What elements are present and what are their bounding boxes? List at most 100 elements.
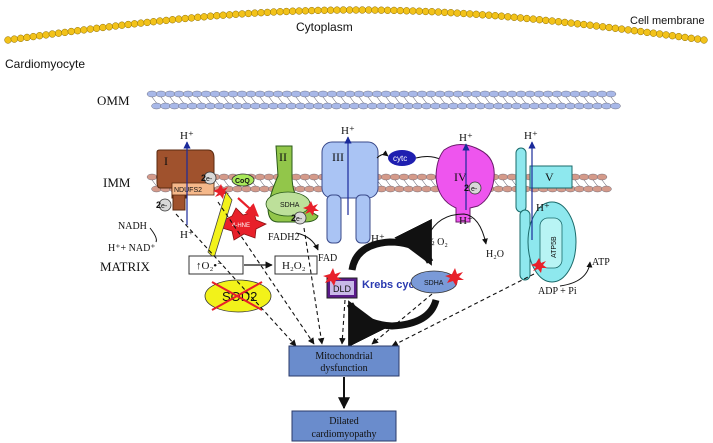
membrane-bead bbox=[156, 17, 164, 25]
lipid-tail bbox=[349, 96, 355, 104]
lipid-tail bbox=[403, 96, 409, 104]
lipid-tail bbox=[160, 96, 166, 104]
membrane-bead bbox=[346, 6, 354, 14]
lipid-head bbox=[191, 90, 203, 98]
pathway-arrows bbox=[175, 201, 535, 347]
lipid-head bbox=[209, 90, 221, 98]
lipid-head bbox=[277, 102, 288, 110]
membrane-bead bbox=[573, 20, 582, 28]
membrane-bead bbox=[618, 25, 626, 33]
membrane-bead bbox=[687, 34, 695, 42]
lipid-head bbox=[398, 90, 410, 98]
lipid-tail bbox=[187, 96, 193, 104]
lipid-head bbox=[263, 90, 275, 98]
lipid-tail bbox=[466, 96, 472, 104]
lipid-head bbox=[520, 102, 531, 110]
lipid-head bbox=[232, 185, 243, 193]
membrane-bead bbox=[92, 24, 101, 32]
membrane-bead bbox=[61, 28, 69, 37]
lipid-head bbox=[547, 102, 558, 110]
membrane-bead bbox=[105, 23, 113, 31]
membrane-bead bbox=[99, 23, 107, 32]
lipid-tail bbox=[304, 179, 310, 187]
membrane-bead bbox=[263, 8, 272, 17]
membrane-bead bbox=[453, 9, 461, 17]
membrane-bead bbox=[80, 26, 88, 34]
lipid-head bbox=[173, 90, 185, 98]
lipid-tail bbox=[214, 96, 220, 104]
lipid-head bbox=[214, 102, 225, 110]
lipid-head bbox=[425, 173, 437, 181]
damage-star-krebs-sdha bbox=[445, 268, 464, 286]
membrane-bead bbox=[459, 9, 468, 18]
membrane-bead bbox=[137, 19, 145, 27]
lipid-head bbox=[421, 185, 432, 193]
adp-pi-label: ADP + Pi bbox=[538, 286, 577, 297]
lipid-head bbox=[160, 102, 171, 110]
lipid-tail bbox=[601, 179, 607, 187]
complex-iii-label: III bbox=[332, 150, 344, 164]
membrane-bead bbox=[73, 27, 82, 35]
lipid-head bbox=[389, 173, 401, 181]
complex-v-h-side: H⁺ bbox=[536, 202, 550, 214]
lipid-tail bbox=[151, 96, 157, 104]
lipid-tail bbox=[277, 96, 283, 104]
lipid-tail bbox=[448, 96, 454, 104]
membrane-bead bbox=[447, 9, 455, 17]
lipid-head bbox=[439, 102, 450, 110]
lipid-head bbox=[362, 90, 374, 98]
membrane-bead bbox=[54, 29, 63, 37]
membrane-bead bbox=[402, 7, 411, 15]
membrane-bead bbox=[472, 10, 480, 18]
h-nad-label: H⁺+ NAD⁺ bbox=[108, 243, 156, 254]
lipid-tail bbox=[583, 179, 589, 187]
mito-dysfunction-box bbox=[288, 345, 400, 377]
lipid-tail bbox=[241, 96, 247, 104]
lipid-head bbox=[416, 90, 428, 98]
lipid-head bbox=[596, 90, 608, 98]
membrane-bead bbox=[535, 16, 544, 24]
lipid-head bbox=[371, 90, 383, 98]
membrane-bead bbox=[681, 33, 689, 42]
lipid-head bbox=[196, 102, 207, 110]
lipid-tail bbox=[412, 96, 418, 104]
complex-v-label: V bbox=[545, 170, 554, 184]
lipid-tail bbox=[331, 96, 337, 104]
membrane-bead bbox=[175, 15, 183, 23]
lipid-head bbox=[574, 102, 585, 110]
electron-iv-count: 2 bbox=[464, 183, 469, 193]
ndufs2-label: NDUFS2 bbox=[174, 187, 202, 194]
membrane-bead bbox=[244, 9, 253, 18]
membrane-bead bbox=[194, 13, 202, 21]
complex-v-h-top: H⁺ bbox=[524, 130, 538, 142]
lipid-head bbox=[448, 102, 459, 110]
membrane-bead bbox=[624, 26, 632, 34]
lipid-tail bbox=[376, 96, 382, 104]
membrane-bead bbox=[478, 11, 487, 19]
electron-ii-symbol: e- bbox=[296, 216, 303, 223]
lipid-head bbox=[596, 173, 608, 181]
membrane-bead bbox=[314, 6, 322, 15]
lipid-tail bbox=[394, 96, 400, 104]
lipid-head bbox=[565, 102, 576, 110]
lipid-head bbox=[286, 102, 297, 110]
lipid-head bbox=[155, 90, 167, 98]
membrane-bead bbox=[111, 22, 120, 30]
lipid-head bbox=[610, 102, 621, 110]
lipid-tail bbox=[592, 179, 598, 187]
lipid-tail bbox=[583, 96, 589, 104]
lipid-head bbox=[340, 102, 351, 110]
lipid-head bbox=[542, 90, 554, 98]
complex-iv-label: IV bbox=[454, 170, 467, 184]
lipid-head bbox=[250, 102, 261, 110]
lipid-tail bbox=[493, 96, 499, 104]
lipid-tail bbox=[313, 179, 319, 187]
membrane-bead bbox=[143, 18, 151, 27]
lipid-tail bbox=[178, 96, 184, 104]
membrane-bead bbox=[270, 8, 278, 16]
lipid-tail bbox=[250, 96, 256, 104]
lipid-head bbox=[443, 90, 455, 98]
membrane-bead bbox=[377, 6, 385, 14]
lipid-tail bbox=[304, 96, 310, 104]
lipid-head bbox=[232, 102, 243, 110]
